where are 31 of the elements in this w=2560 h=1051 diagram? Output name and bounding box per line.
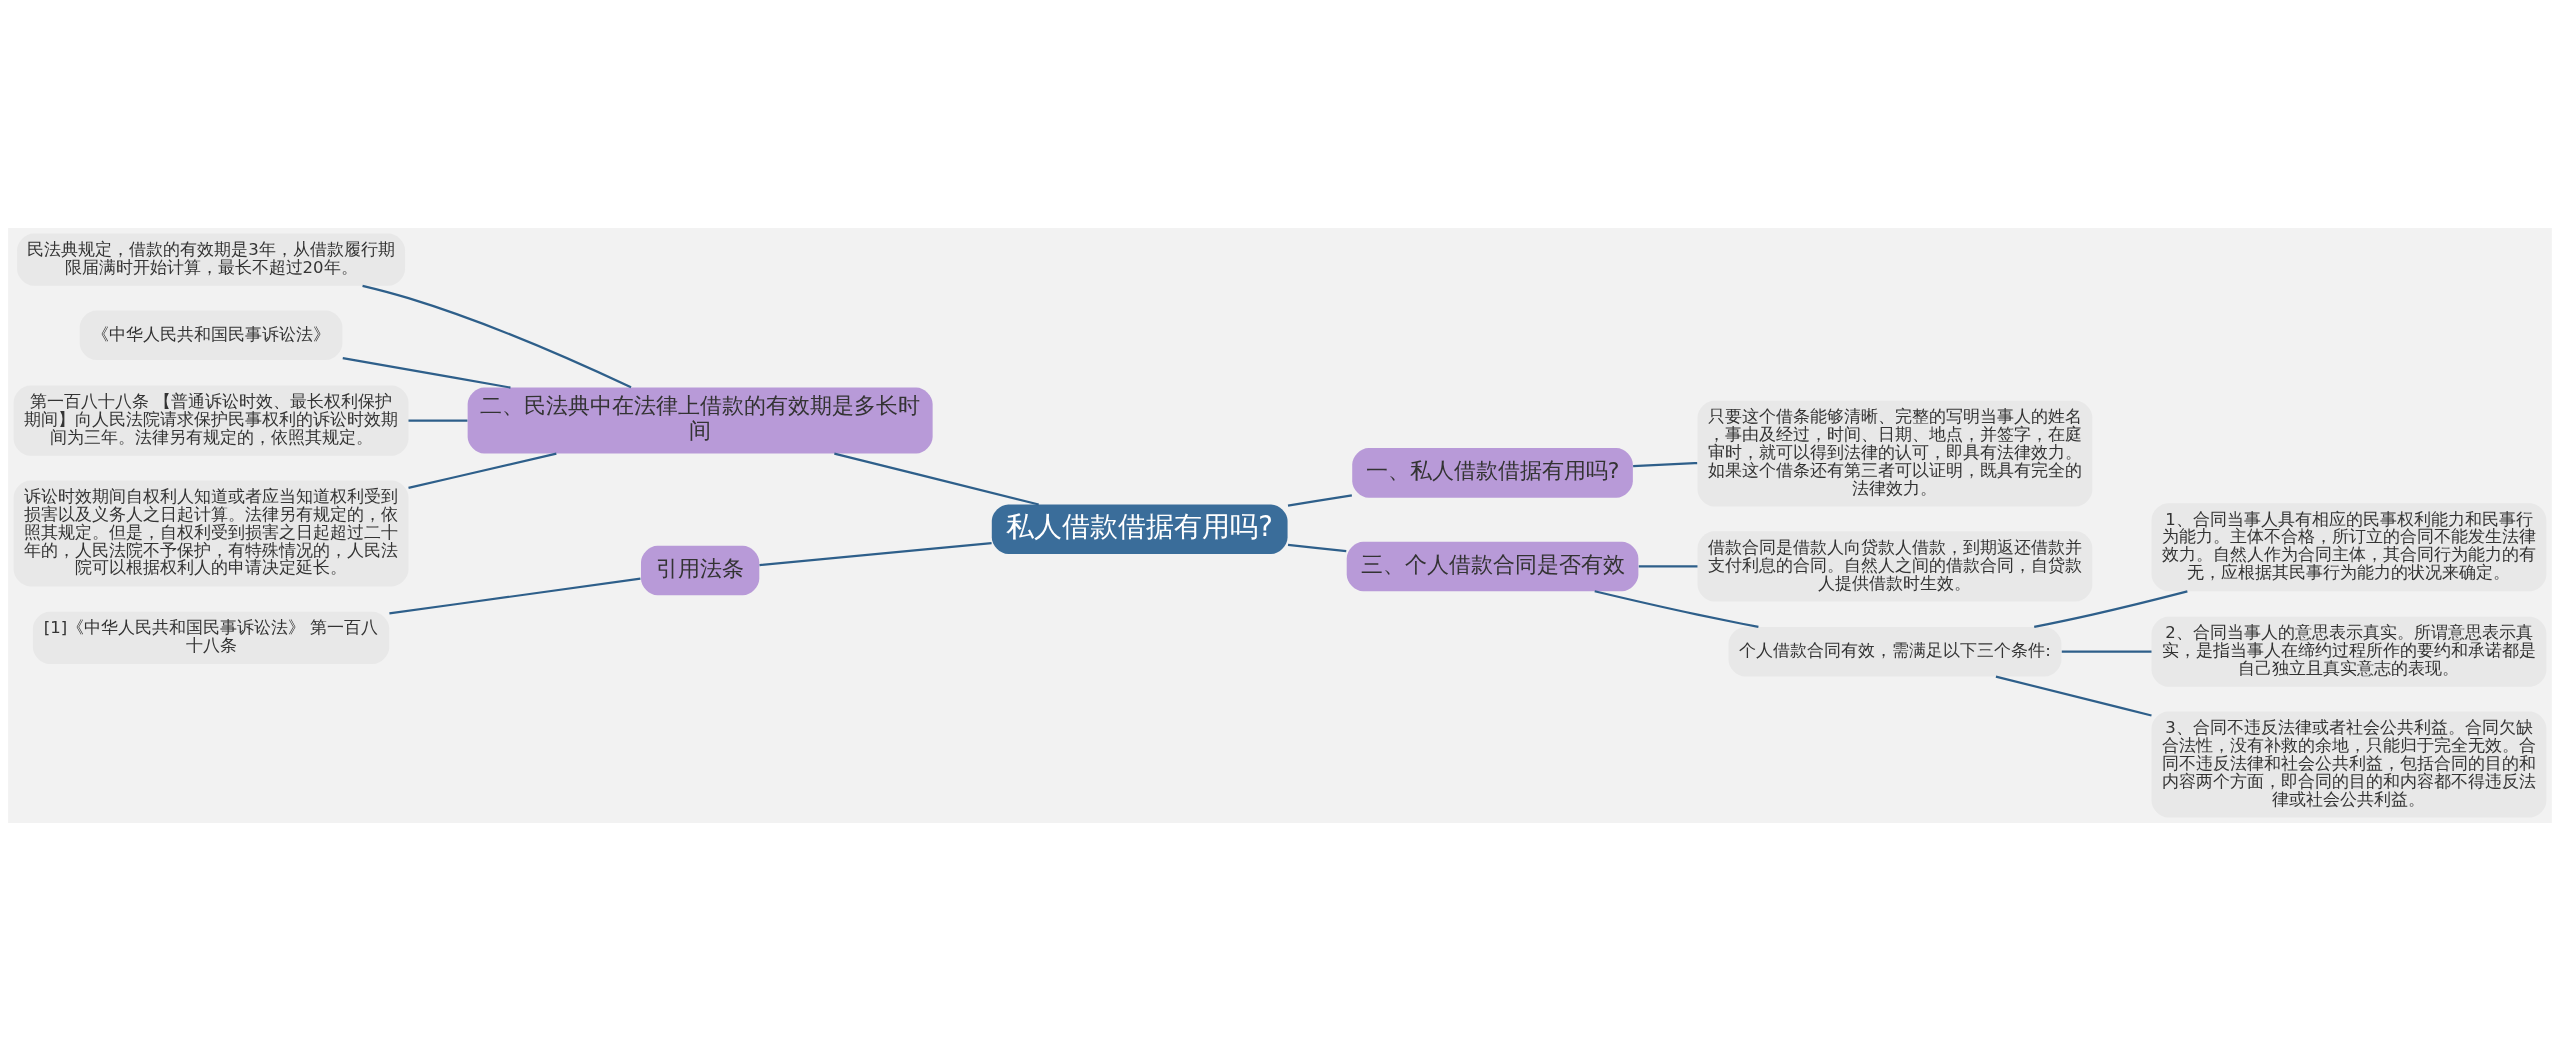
node-box: 第一百八十八条 【普通诉讼时效、最长权利保护期间】向人民法院请求保护民事权利的诉讼时效期间为三年。法律另有规定的，依照其规定。: [13, 385, 409, 456]
connector: [408, 452, 557, 489]
connector: [408, 419, 468, 422]
connector: [2034, 590, 2188, 628]
connector: [759, 542, 992, 567]
node-box: 3、合同不违反法律或者社会公共利益。合同欠缺合法性，没有补救的余地，只能归于完全无效。合同不违反法律和社会公共利益，包括合同的目的和内容两个方面，即合同的目的和内容都不得违反法律或社会公共利益。: [2151, 711, 2547, 818]
connector: [2061, 650, 2152, 653]
connector: [834, 452, 1039, 506]
node-box: 一、私人借款借据有用吗?: [1352, 448, 1633, 498]
connector: [1594, 590, 1759, 629]
node-box: 引用法条: [641, 545, 760, 596]
connector: [1995, 675, 2152, 717]
node-box: 民法典规定，借款的有效期是3年，从借款履行期限届满时开始计算，最长不超过20年。: [17, 233, 406, 286]
node-box: 1、合同当事人具有相应的民事权利能力和民事行为能力。主体不合格，所订立的合同不能发生法律效力。自然人作为合同主体，其合同行为能力的有无，应根据其民事行为能力的状况来确定。: [2151, 503, 2547, 592]
node-box: 个人借款合同有效，需满足以下三个条件:: [1728, 626, 2062, 677]
connector: [389, 577, 641, 615]
node-box: 三、个人借款合同是否有效: [1346, 541, 1639, 592]
node-box: 诉讼时效期间自权利人知道或者应当知道权利受到损害以及义务人之日起计算。法律另有规定的，依照其规定。但是，自权利受到损害之日起超过二十年的，人民法院不予保护，有特殊情况的，人民法院可以根据权利人的申请决定延长。: [13, 480, 409, 587]
connector: [1287, 494, 1353, 507]
connector: [1638, 565, 1698, 568]
node-box: 借款合同是借款人向贷款人借款，到期返还借款并支付利息的合同。自然人之间的借款合同，自贷款人提供借款时生效。: [1697, 531, 2093, 602]
node-box: [1]《中华人民共和国民事诉讼法》 第一百八十八条: [32, 611, 390, 665]
connector: [1287, 543, 1347, 553]
connector: [1633, 462, 1698, 468]
node-box: 《中华人民共和国民事诉讼法》: [79, 310, 343, 361]
node-box: 二、民法典中在法律上借款的有效期是多长时间: [467, 387, 933, 454]
node-box: 只要这个借条能够清晰、完整的写明当事人的姓名，事由及经过，时间、日期、地点，并签字，在庭审时，就可以得到法律的认可，即具有法律效力。如果这个借条还有第三者可以证明，既具有完全的法律效力。: [1697, 400, 2093, 507]
node-box: 2、合同当事人的意思表示真实。所谓意思表示真实，是指当事人在缔约过程所作的要约和承诺都是自己独立且真实意志的表现。: [2151, 616, 2547, 687]
connector: [342, 357, 511, 389]
node-box: 私人借款借据有用吗?: [991, 504, 1288, 555]
connector: [362, 284, 632, 389]
